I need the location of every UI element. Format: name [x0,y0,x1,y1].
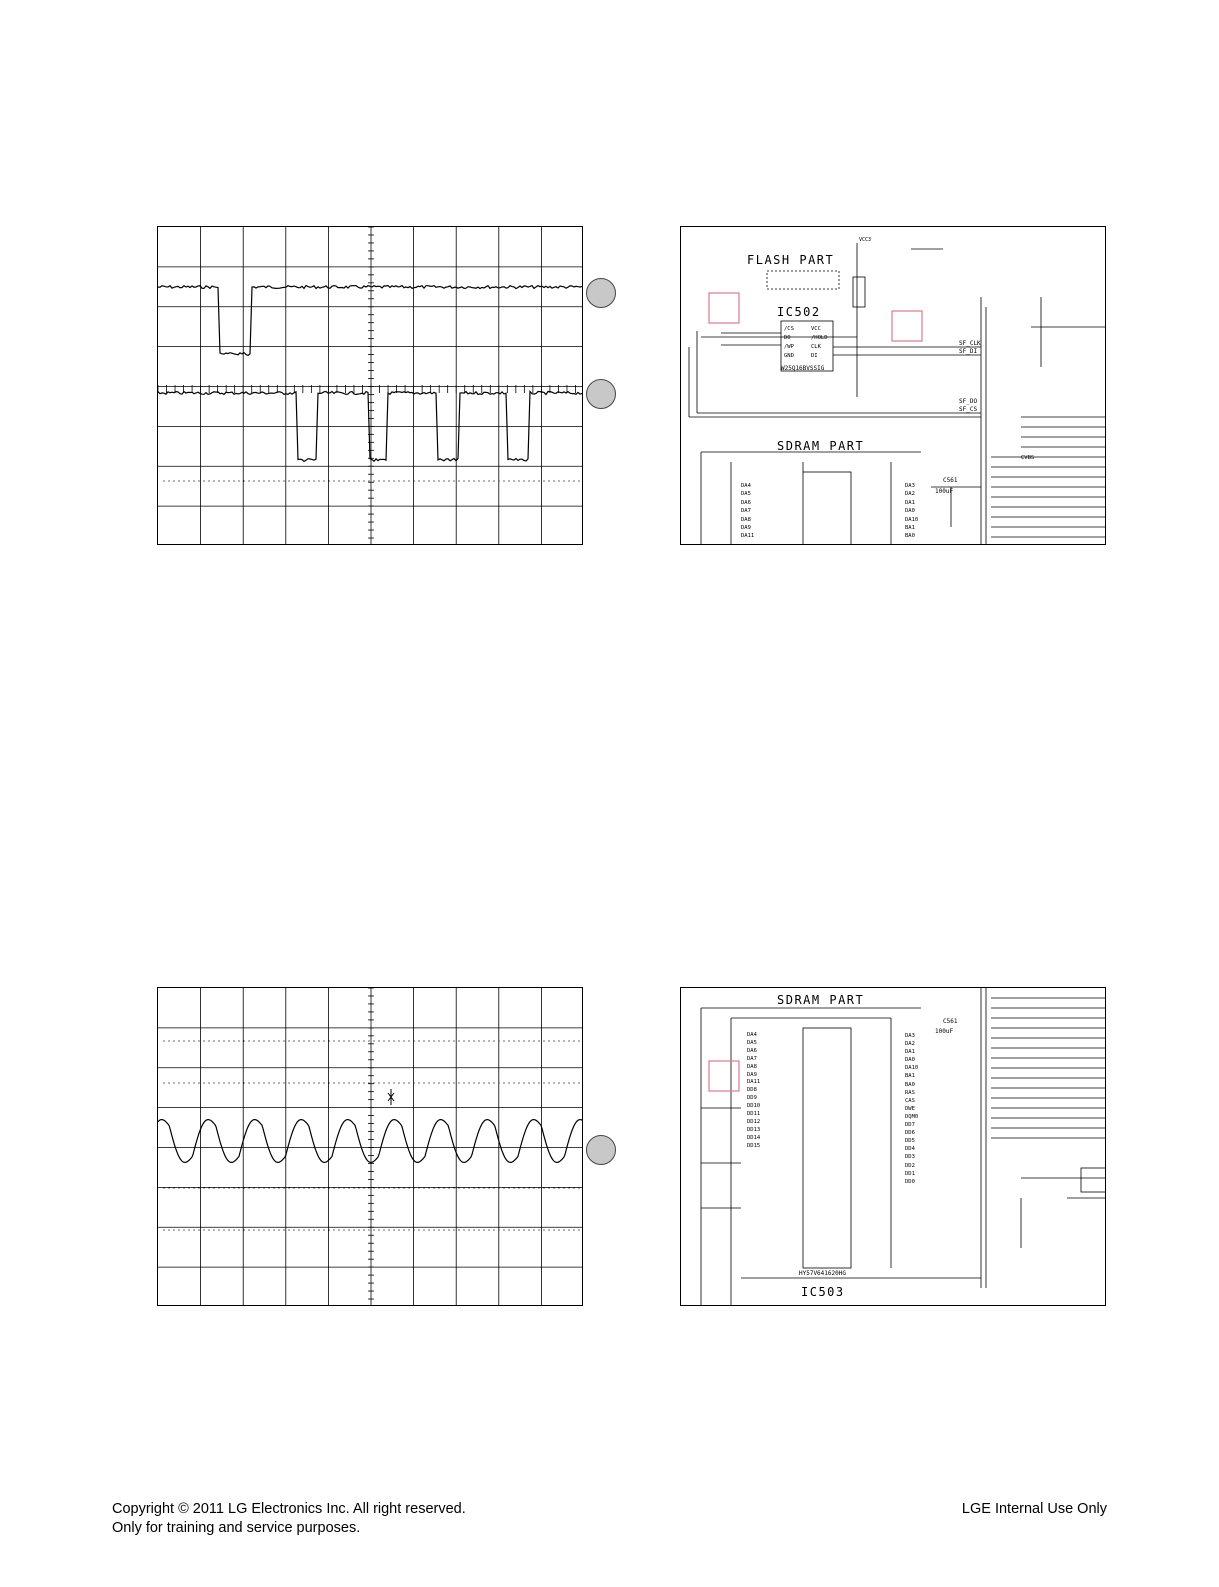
graticule-lines [158,227,582,544]
svg-text:CVBS: CVBS [1021,455,1034,461]
schematic-bottom: SDRAM PART IC503 HY57V641620HG C561 100u… [680,987,1106,1306]
pin-label: DA4 [741,483,751,489]
pin-label: DD10 [747,1103,761,1110]
pin-label: DA8 [747,1063,757,1070]
svg-text:GND: GND [784,353,794,359]
pin-label: BA0 [905,533,915,540]
pin-label: DD0 [905,1178,915,1185]
pin-label: DA11 [741,533,755,540]
pin-label: DA2 [905,491,915,498]
pin-label: DA9 [741,525,751,532]
schematic-bottom-drawing [700,988,1105,1305]
svg-text:CLK: CLK [811,344,822,350]
pin-label: CAS [905,1097,915,1104]
pin-label: DA4 [747,1032,757,1038]
graticule-lines [158,988,582,1305]
pin-label: DD4 [905,1146,915,1153]
pin-label: DA10 [905,1065,919,1072]
pin-label: DD12 [747,1118,761,1125]
pin-label: DA3 [905,1033,915,1039]
scope-bottom-graticule [158,988,582,1305]
net-sf-clk: SF_CLK [959,340,981,347]
net-sf-cs: SF_CS [959,406,978,413]
svg-text:DO: DO [784,335,791,341]
pin-label: DA3 [905,483,915,489]
copyright-text: Copyright © 2011 LG Electronics Inc. All… [112,1501,466,1517]
ic502-label: IC502 [777,305,821,319]
cap-value: 100uF [935,488,954,495]
pin-label: BA0 [905,1081,915,1088]
pin-label: DA1 [905,1049,915,1056]
pin-label: DA5 [741,491,751,498]
trace-1 [158,284,582,357]
probe-marker-1 [586,278,616,308]
oscilloscope-bottom [157,987,583,1306]
trigger-marker-icon [387,1089,395,1105]
pin-label: DA11 [747,1079,761,1086]
pin-label: DD14 [747,1134,761,1141]
pin-label: DA5 [747,1039,757,1046]
pin-label: DD1 [905,1170,915,1177]
scope-top-graticule [158,227,582,544]
cap-label: C561 [943,477,958,484]
svg-text:/CS: /CS [784,326,794,332]
chip-part-number: W25Q16BVSSIG [781,365,825,372]
pin-label: DA6 [747,1047,757,1054]
svg-text:/HOLD: /HOLD [811,335,828,341]
net-sf-di: SF_DI [959,348,978,355]
pin-label: DA7 [747,1055,757,1062]
svg-text:DI: DI [811,353,818,359]
pin-label: DA1 [905,499,915,506]
pin-label: RAS [905,1089,915,1096]
cap-value-bottom: 100uF [935,1028,954,1035]
trace-2 [158,389,582,463]
pin-label: BA1 [905,525,915,532]
flash-part-title: FLASH PART [747,253,835,267]
chip-part-number-bottom: HY57V641620HG [799,1270,846,1277]
probe-marker-3 [586,1135,616,1165]
pin-label: DD13 [747,1126,761,1133]
pin-label: DWE [905,1105,915,1112]
internal-use-label: LGE Internal Use Only [961,1501,1107,1517]
pin-label: DD7 [905,1122,915,1129]
probe-marker-2 [586,379,616,409]
pin-label: DA8 [741,516,751,523]
pin-label: DA2 [905,1041,915,1048]
net-sf-do: SF_DO [959,398,978,405]
pin-label: DD11 [747,1111,761,1118]
pin-label: DA9 [747,1071,757,1078]
footer-copyright-block: Copyright © 2011 LG Electronics Inc. All… [112,1500,466,1538]
oscilloscope-top [157,226,583,545]
pin-label: DD9 [747,1095,757,1102]
pin-label: DA0 [905,1057,915,1064]
cap-label-bottom: C561 [943,1018,958,1025]
pin-label: DA10 [905,516,919,523]
pin-label: DD2 [905,1162,915,1169]
ic503-label: IC503 [801,1285,845,1299]
pin-label: BA1 [905,1073,915,1080]
purpose-text: Only for training and service purposes. [112,1520,361,1536]
pin-label: DD3 [905,1154,915,1161]
svg-text:/WP: /WP [784,344,795,350]
sdram-part-title-top: SDRAM PART [777,439,865,453]
pin-label: DD15 [747,1142,761,1149]
pin-label: DA6 [741,499,751,506]
pin-label: DA0 [905,508,915,515]
pin-label: DQM0 [905,1113,919,1120]
pin-label: DD8 [747,1087,757,1094]
pin-label: DA7 [741,508,751,515]
vcc-label: VCC3 [859,237,872,243]
pin-label: DD5 [905,1138,915,1145]
pin-label: DD6 [905,1130,915,1137]
sine-trace [158,1118,582,1164]
sdram-part-title-bottom: SDRAM PART [777,993,865,1007]
svg-text:VCC: VCC [811,326,821,332]
